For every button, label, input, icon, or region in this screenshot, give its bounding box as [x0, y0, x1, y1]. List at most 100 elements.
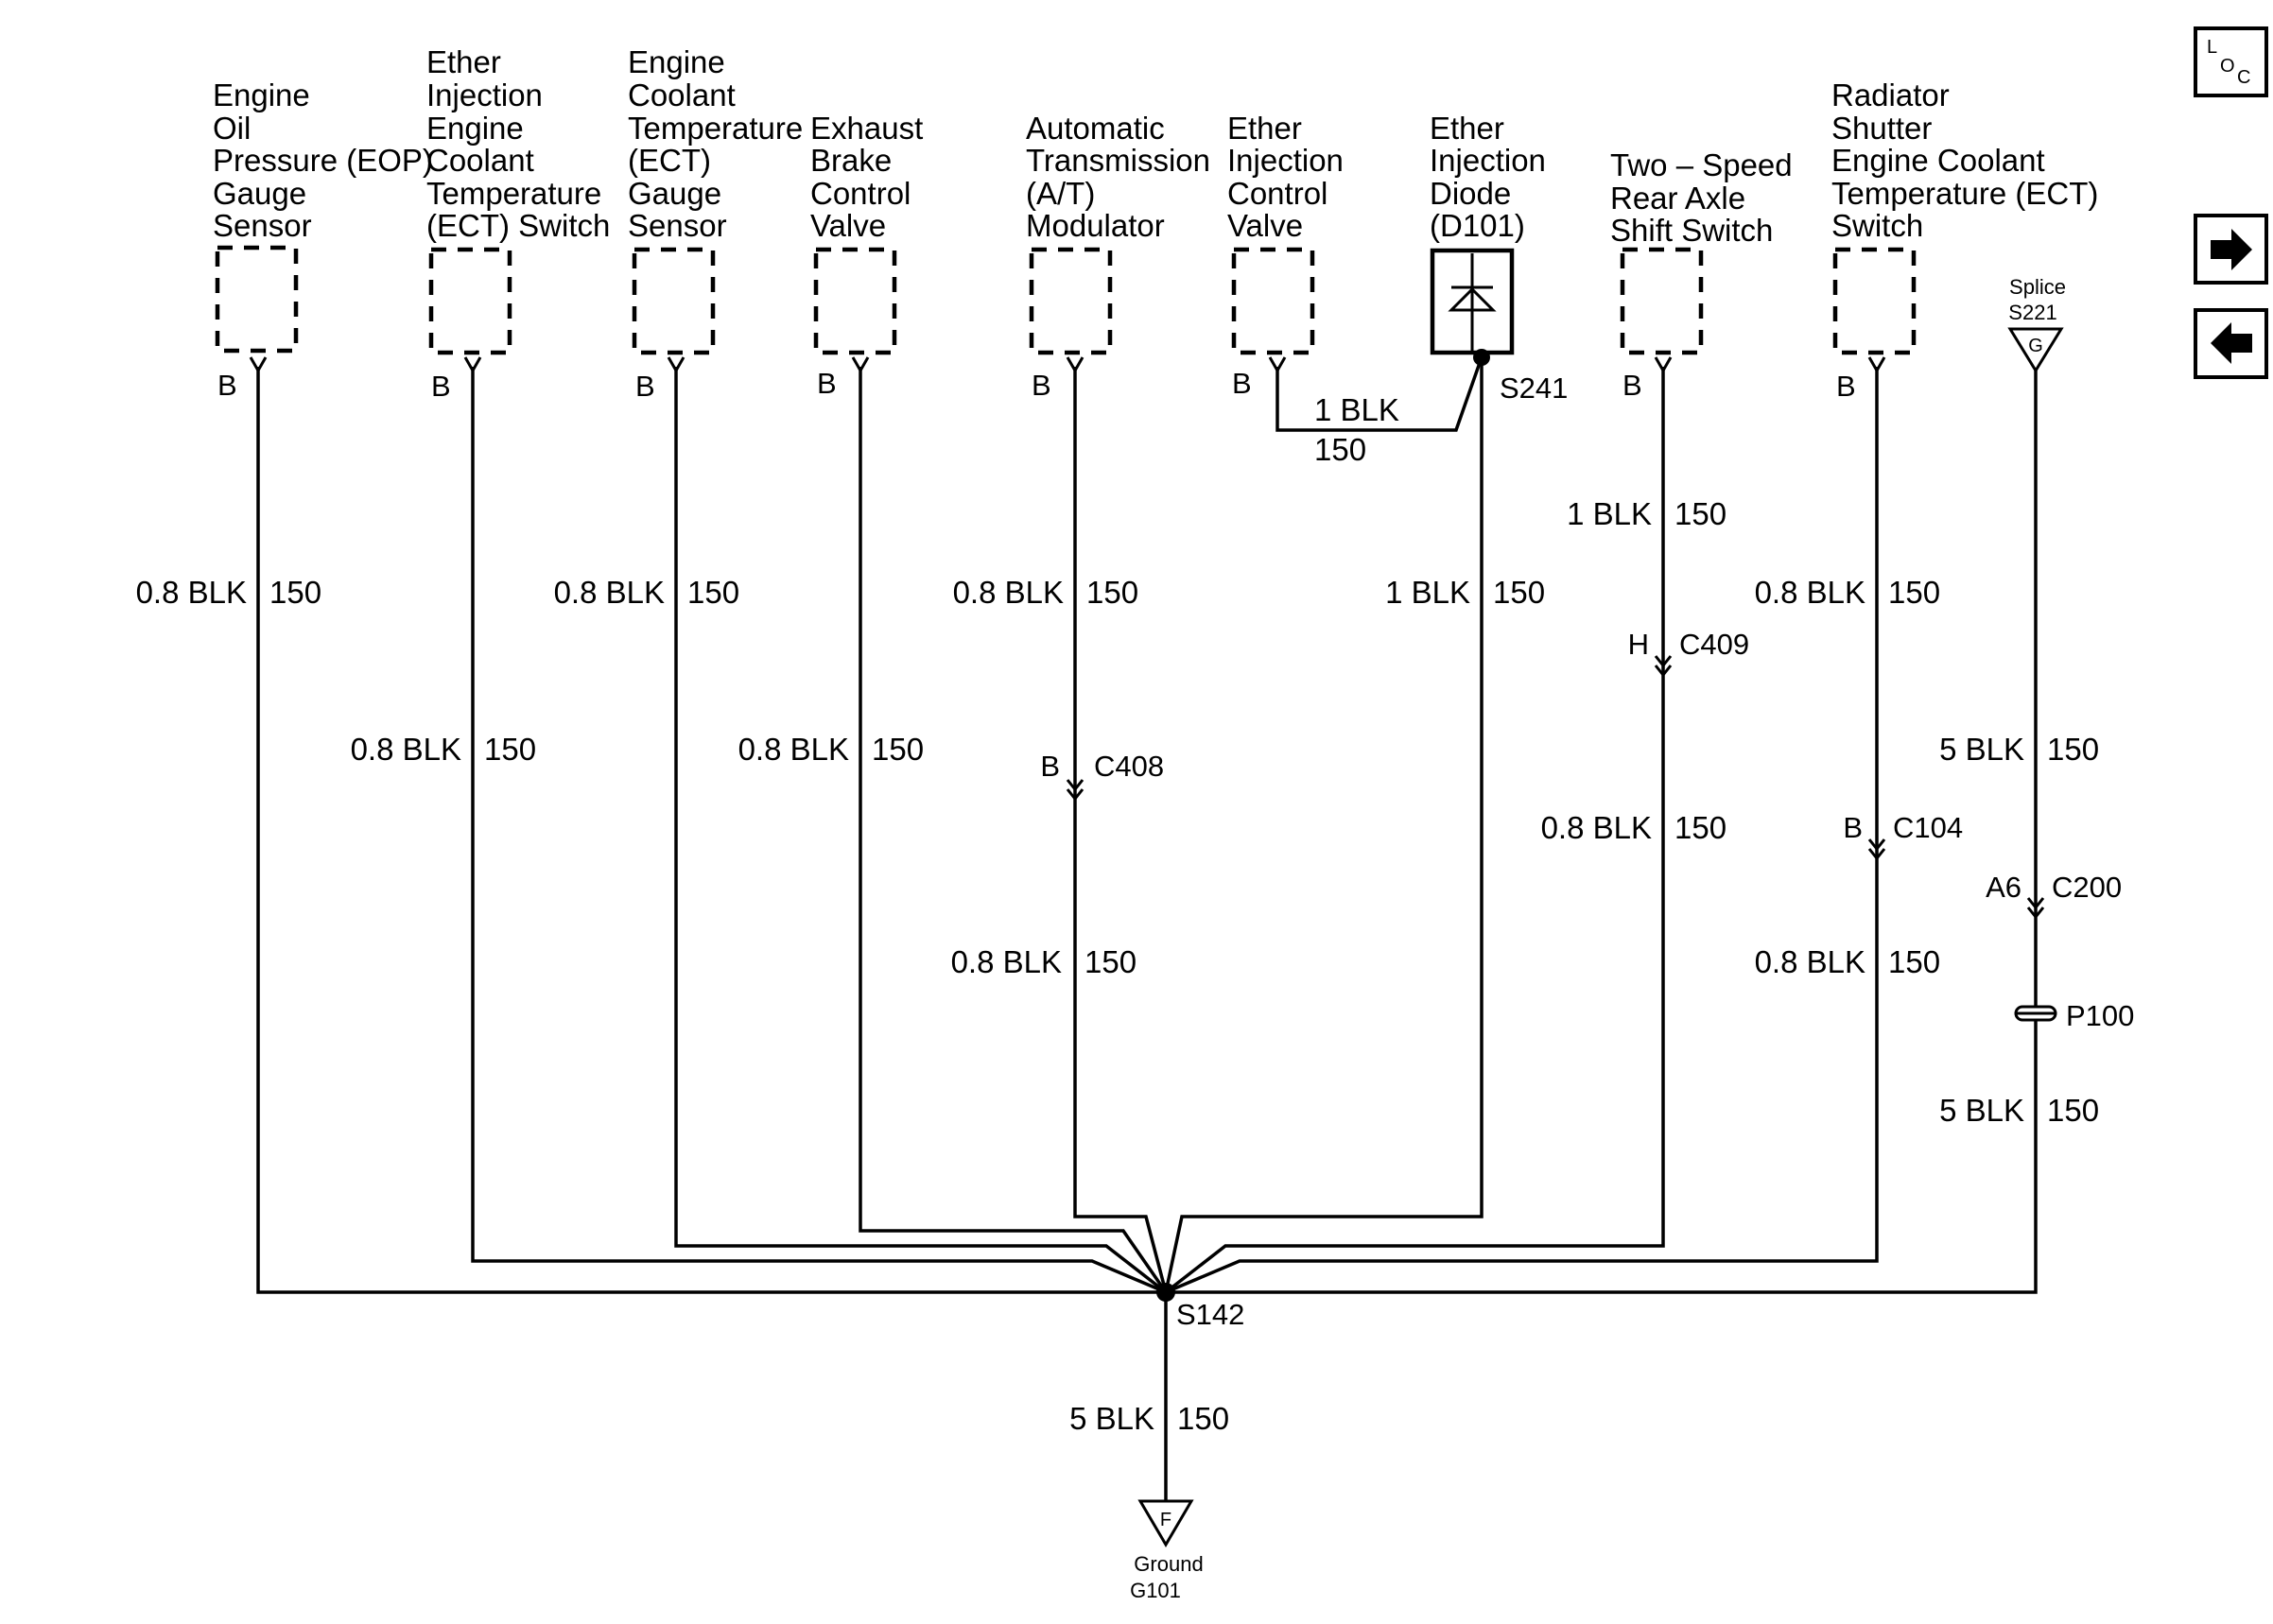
component-label-line: Gauge: [213, 176, 306, 211]
connector-pin: B: [1843, 811, 1863, 844]
wire-ect-gauge: [674, 367, 1168, 1294]
terminal-arrow-icon: [1268, 356, 1287, 374]
splice-s221: Splice S221 G: [2007, 275, 2066, 373]
loc-letter-c: C: [2237, 67, 2250, 88]
wire-labels: 0.8 BLK 150 0.8 BLK 150 0.8 BLK 150 0.8 …: [136, 392, 2099, 1436]
ground-title: Ground: [1134, 1552, 1203, 1576]
component-label-line: Temperature (ECT): [1831, 176, 2098, 211]
component-label-line: Pressure (EOP): [213, 143, 433, 178]
component-label-line: (ECT) Switch: [426, 208, 610, 243]
wire-circuit-label: 150: [2047, 1093, 2099, 1128]
component-radiator-shutter-ect-switch: Radiator Shutter Engine Coolant Temperat…: [1831, 78, 2098, 403]
component-engine-oil-pressure-sensor: Engine Oil Pressure (EOP) Gauge Sensor B: [213, 78, 433, 402]
component-label-line: (A/T): [1026, 176, 1095, 211]
component-label-line: Control: [810, 176, 911, 211]
wire-circuit-label: 150: [2047, 732, 2099, 767]
splice-title: Splice: [2009, 275, 2066, 299]
wire-circuit-label: 150: [1888, 944, 1940, 979]
component-label-line: Radiator: [1831, 78, 1950, 112]
wire-circuit-label: 150: [1314, 432, 1366, 467]
wire-gauge-label: 0.8 BLK: [951, 944, 1062, 979]
component-box-dashed: [1231, 247, 1315, 355]
wire-splice-s221: [1166, 371, 2038, 1294]
connector-c409: H C409: [1628, 628, 1749, 678]
forward-button[interactable]: [2194, 214, 2268, 285]
component-label-line: Exhaust: [810, 111, 923, 146]
wire-gauge-label: 0.8 BLK: [136, 575, 247, 610]
wire-circuit-label: 150: [1674, 496, 1726, 531]
wire-gauge-label: 1 BLK: [1385, 575, 1470, 610]
wire-two-speed: [1164, 367, 1665, 1294]
component-label-line: Injection: [1227, 143, 1344, 178]
component-label-line: Diode: [1430, 176, 1511, 211]
back-button[interactable]: [2194, 308, 2268, 379]
component-label-line: (ECT): [628, 143, 711, 178]
wire-radiator-shutter: [1165, 367, 1879, 1294]
component-label-line: Ether: [1227, 111, 1302, 146]
pin-label: B: [1622, 369, 1642, 402]
splice-dot-s142: [1156, 1283, 1175, 1302]
wire-circuit-label: 150: [269, 575, 321, 610]
wire-gauge-label: 0.8 BLK: [554, 575, 665, 610]
loc-letter-l: L: [2207, 37, 2217, 58]
component-ect-gauge-sensor: Engine Coolant Temperature (ECT) Gauge S…: [628, 44, 803, 403]
pin-label: B: [635, 370, 655, 403]
connector-arrow-icon: [2026, 897, 2045, 910]
pin-label: B: [431, 370, 451, 403]
terminal-arrow-icon: [851, 356, 870, 374]
component-label-line: Temperature: [426, 176, 601, 211]
component-label-line: Switch: [1831, 208, 1923, 243]
wire-exhaust-brake: [859, 367, 1168, 1293]
component-label-line: Coolant: [628, 78, 736, 112]
loc-button-frame[interactable]: [2194, 26, 2268, 97]
wire-circuit-label: 150: [1493, 575, 1545, 610]
component-label-line: Coolant: [426, 143, 534, 178]
pass-through-p100: P100: [2014, 999, 2134, 1032]
connector-name: C104: [1893, 811, 1963, 844]
pin-label: B: [817, 367, 837, 400]
connector-arrow-icon: [1066, 779, 1084, 792]
connector-arrow-icon: [1867, 848, 1886, 861]
component-box-dashed: [1029, 247, 1113, 355]
wire-gauge-label: 0.8 BLK: [738, 732, 849, 767]
ground-letter: F: [1160, 1510, 1171, 1530]
wire-circuit-label: 150: [484, 732, 536, 767]
component-label-line: Shutter: [1831, 111, 1932, 146]
wire-circuit-label: 150: [687, 575, 739, 610]
terminal-arrow-icon: [1066, 356, 1084, 374]
component-label-line: Ether: [426, 44, 501, 79]
splice-name: S221: [2008, 301, 2056, 324]
component-box-dashed: [1832, 247, 1917, 355]
loc-button[interactable]: L O C: [2194, 26, 2268, 97]
wire-circuit-label: 150: [872, 732, 924, 767]
connector-name: C409: [1679, 628, 1749, 661]
wire-gauge-label: 1 BLK: [1314, 392, 1399, 427]
terminal-arrow-icon: [1867, 356, 1886, 374]
connector-arrow-icon: [1654, 655, 1673, 668]
pin-label: B: [217, 369, 237, 402]
wire-circuit-label: 150: [1674, 810, 1726, 845]
diode-icon: [1448, 253, 1497, 352]
component-label-line: Oil: [213, 111, 251, 146]
component-label-line: Engine: [213, 78, 310, 112]
arrow-right-icon: [2211, 229, 2252, 270]
component-box-dashed: [428, 247, 512, 355]
connector-arrow-icon: [1654, 665, 1673, 678]
wire-circuit-label: 150: [1084, 944, 1136, 979]
connector-name: C408: [1094, 750, 1164, 783]
wire-gauge-label: 5 BLK: [1069, 1401, 1154, 1436]
ground-triangle-icon: [1137, 1499, 1194, 1547]
terminal-arrow-icon: [1654, 356, 1673, 374]
component-label-line: Engine Coolant: [1831, 143, 2045, 178]
component-label-line: Sensor: [628, 208, 727, 243]
ground-g101: F Ground G101: [1130, 1499, 1204, 1602]
component-label-line: Modulator: [1026, 208, 1165, 243]
wire-gauge-label: 0.8 BLK: [1755, 944, 1865, 979]
wire-ether-ect: [471, 367, 1167, 1294]
component-label-line: Temperature: [628, 111, 803, 146]
wire-gauge-label: 0.8 BLK: [351, 732, 461, 767]
arrow-left-icon: [2211, 322, 2252, 364]
connector-arrow-icon: [1066, 788, 1084, 802]
component-label-line: Ether: [1430, 111, 1504, 146]
